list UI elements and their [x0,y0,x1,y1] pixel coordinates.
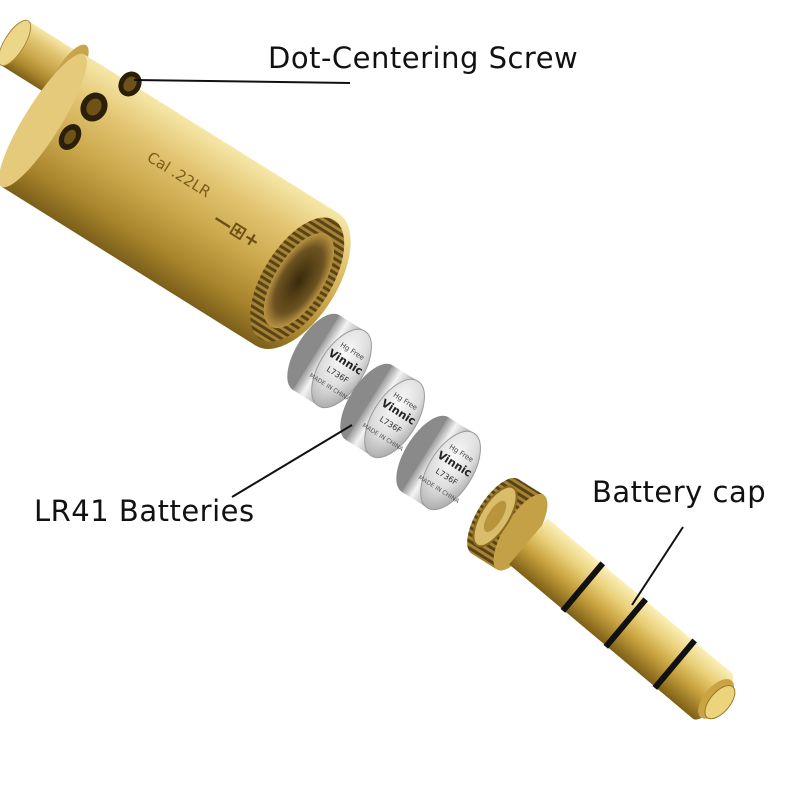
battery: Hg Free Vinnic L736F MADE IN CHINA [396,415,481,511]
label-battery-cap: Battery cap [592,475,767,509]
battery: Hg Free Vinnic L736F MADE IN CHINA [340,363,425,459]
o-ring [603,597,648,649]
o-ring [652,638,697,690]
screw-hole [80,92,108,122]
leader-line-cap [631,526,684,606]
battery-cap [467,477,736,720]
battery: Hg Free Vinnic L736F MADE IN CHINA [287,313,372,409]
laser-body: Cal .22LR —⊞+ [0,19,351,349]
screw-hole [118,71,142,97]
o-ring [560,561,606,613]
leader-line-screw [133,79,351,84]
label-lr41-batteries: LR41 Batteries [34,494,255,528]
leader-line-batteries [231,424,353,498]
label-dot-centering-screw: Dot-Centering Screw [268,41,579,75]
screw-hole [58,123,82,151]
